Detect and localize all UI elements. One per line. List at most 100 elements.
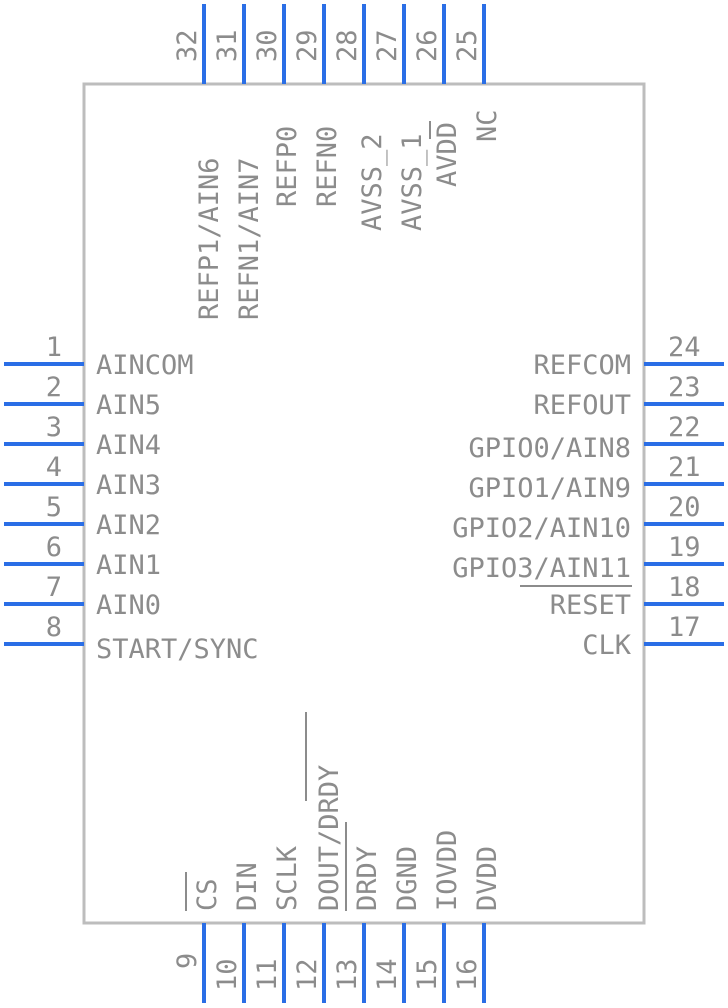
pin-number: 26 xyxy=(412,29,443,62)
pin-label: AIN4 xyxy=(96,430,161,461)
pin-label: GPIO1/AIN9 xyxy=(468,473,631,504)
pin-label: DGND xyxy=(392,846,423,911)
pin-label: DRDY xyxy=(352,846,383,911)
pin-label: GPIO0/AIN8 xyxy=(468,433,631,464)
pin-number: 27 xyxy=(372,29,403,62)
pin-11: 11 SCLK xyxy=(252,845,303,1003)
pin-number: 24 xyxy=(668,332,701,363)
pin-label: REFP1/AIN6 xyxy=(194,157,225,320)
pin-label: IOVDD xyxy=(432,830,463,911)
pin-number: 1 xyxy=(46,332,62,363)
pin-number: 12 xyxy=(292,958,323,991)
pin-number: 2 xyxy=(46,372,62,403)
pin-number: 7 xyxy=(46,572,62,603)
pin-number: 6 xyxy=(46,532,62,563)
pin-label: GPIO3/AIN11 xyxy=(452,553,631,584)
pin-label: AVDD xyxy=(432,122,463,187)
pin-number: 19 xyxy=(668,532,701,563)
pin-number: 17 xyxy=(668,612,701,643)
pin-label: REFCOM xyxy=(533,350,631,381)
pin-label: AIN0 xyxy=(96,590,161,621)
pin-label: AIN5 xyxy=(96,390,161,421)
pin-label: AIN3 xyxy=(96,470,161,501)
pin-number: 25 xyxy=(452,29,483,62)
pin-label: AIN2 xyxy=(96,510,161,541)
pin-14: 14 DGND xyxy=(372,846,423,1003)
pin-label: CS xyxy=(192,878,223,911)
pin-number: 10 xyxy=(212,958,243,991)
pin-number: 31 xyxy=(212,29,243,62)
pin-label: REFP0 xyxy=(272,126,303,207)
pin-label: REFN1/AIN7 xyxy=(234,157,265,320)
pin-13: 13 DRDY xyxy=(332,822,383,1003)
pin-label: GPIO2/AIN10 xyxy=(452,513,631,544)
pin-10: 10 DIN xyxy=(212,862,263,1003)
pin-number: 4 xyxy=(46,452,62,483)
pin-number: 18 xyxy=(668,572,701,603)
pin-15: 15 IOVDD xyxy=(412,830,463,1003)
pin-number: 9 xyxy=(172,953,203,969)
pin-label: SCLK xyxy=(272,845,303,911)
pin-label: NC xyxy=(472,109,503,142)
pin-label: DIN xyxy=(232,862,263,911)
pin-label: REFOUT xyxy=(533,390,631,421)
pin-label: AINCOM xyxy=(96,350,194,381)
pin-number: 28 xyxy=(332,29,363,62)
pin-number: 20 xyxy=(668,492,701,523)
pin-number: 11 xyxy=(252,958,283,991)
pin-12: 12 DOUT/DRDY xyxy=(292,712,345,1003)
pin-label: REFN0 xyxy=(312,126,343,207)
pin-number: 23 xyxy=(668,372,701,403)
pin-9: 9 CS xyxy=(172,872,223,1003)
pin-number: 29 xyxy=(292,29,323,62)
pin-label: AIN1 xyxy=(96,550,161,581)
bottom-pins: 9 CS 10 DIN 11 SCLK 12 DOUT/DRDY 13 DRDY 14 DG… xyxy=(172,712,503,1003)
pin-number: 22 xyxy=(668,412,701,443)
pin-number: 14 xyxy=(372,958,403,991)
pin-number: 32 xyxy=(172,29,203,62)
pin-label: START/SYNC xyxy=(96,634,259,665)
pin-number: 15 xyxy=(412,958,443,991)
pin-16: 16 DVDD xyxy=(452,846,503,1003)
pin-label: CLK xyxy=(582,630,632,661)
pin-number: 16 xyxy=(452,958,483,991)
pin-label: DVDD xyxy=(472,846,503,911)
pin-label: RESET xyxy=(550,590,631,621)
pin-label: AVSS_2 xyxy=(357,133,388,231)
pin-number: 5 xyxy=(46,492,62,523)
pin-number: 13 xyxy=(332,958,363,991)
pin-label: DOUT/DRDY xyxy=(314,765,345,911)
pin-number: 3 xyxy=(46,412,62,443)
pin-number: 21 xyxy=(668,452,701,483)
pin-number: 8 xyxy=(46,612,62,643)
pin-number: 30 xyxy=(252,29,283,62)
